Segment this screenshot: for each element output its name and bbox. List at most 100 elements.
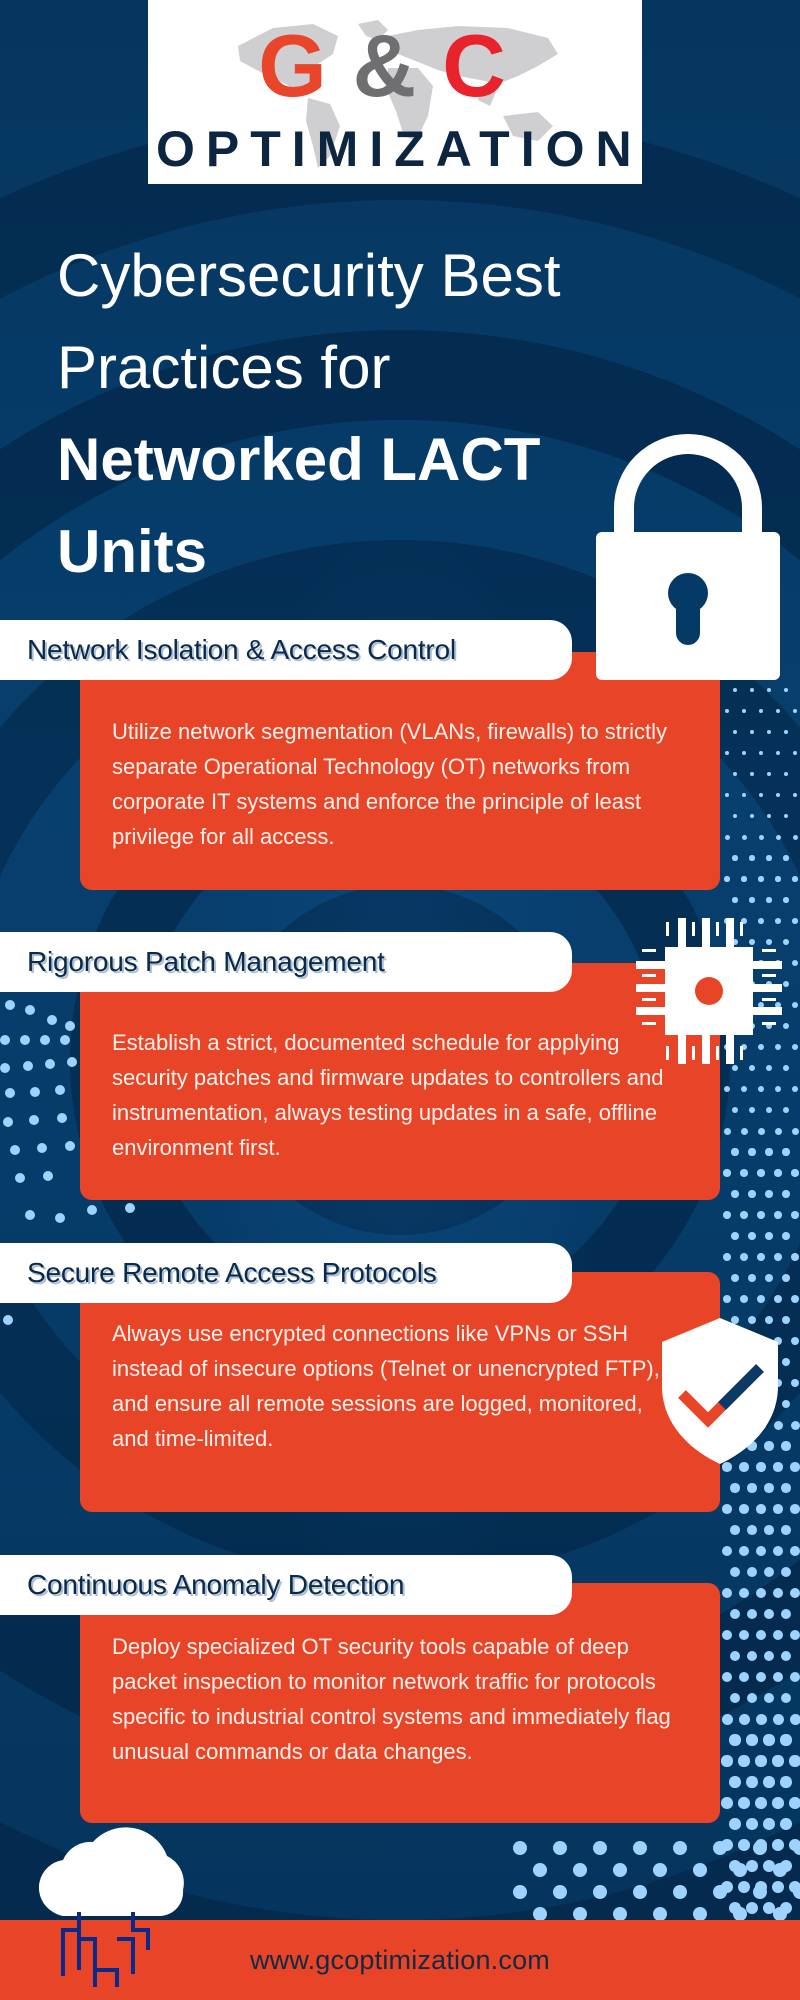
background-dot xyxy=(774,1211,782,1219)
background-dot xyxy=(513,1885,527,1899)
company-logo: G&C OPTIMIZATION xyxy=(148,0,642,184)
background-dot xyxy=(758,708,764,714)
background-dot xyxy=(37,1143,47,1153)
background-dot xyxy=(755,1629,767,1641)
background-dot xyxy=(731,1190,739,1198)
background-dot xyxy=(732,771,738,777)
background-dot xyxy=(763,1734,775,1746)
background-dot xyxy=(739,1504,749,1514)
background-dot xyxy=(724,876,730,882)
section-body: Deploy specialized OT security tools cap… xyxy=(112,1634,671,1764)
background-dot xyxy=(758,876,764,882)
background-dot xyxy=(781,1567,791,1577)
background-dot xyxy=(25,1210,35,1220)
background-dot xyxy=(780,1776,792,1788)
background-dot xyxy=(738,1629,750,1641)
background-dot xyxy=(772,1797,784,1809)
background-dot xyxy=(764,1567,774,1577)
background-dot xyxy=(753,1841,767,1855)
background-dot xyxy=(765,1148,773,1156)
background-dot xyxy=(792,960,798,966)
background-dot xyxy=(763,1902,775,1914)
background-dot xyxy=(772,1881,784,1893)
background-dot xyxy=(782,1022,790,1030)
background-dot xyxy=(740,1085,748,1093)
background-dot xyxy=(782,1232,790,1240)
background-dot xyxy=(723,1211,731,1219)
section-heading-pill: Continuous Anomaly Detection xyxy=(0,1555,572,1615)
background-dot xyxy=(758,750,764,756)
background-dot xyxy=(20,1035,30,1045)
background-dot xyxy=(741,750,747,756)
background-dot xyxy=(763,1692,775,1704)
logo-letter-g: G xyxy=(258,16,353,115)
background-dot xyxy=(741,876,747,882)
background-dot xyxy=(673,1885,687,1899)
background-dot xyxy=(746,1734,758,1746)
background-dot xyxy=(753,1885,767,1899)
background-dot xyxy=(0,1035,10,1045)
background-dot xyxy=(722,1504,732,1514)
background-dot xyxy=(780,1734,792,1746)
background-dot xyxy=(730,1567,740,1577)
background-dot xyxy=(57,1113,67,1123)
background-dot xyxy=(792,792,798,798)
background-dot xyxy=(553,1841,567,1855)
background-dot xyxy=(774,1253,782,1261)
background-dot xyxy=(3,1117,13,1127)
background-dot xyxy=(756,1294,766,1304)
background-dot xyxy=(740,1043,748,1051)
background-dot xyxy=(653,1907,667,1921)
background-dot xyxy=(757,1169,765,1177)
background-dot xyxy=(746,1860,758,1872)
background-dot xyxy=(790,1504,800,1514)
background-dot xyxy=(780,1650,792,1662)
background-dot xyxy=(789,1629,800,1641)
website-link[interactable]: www.gcoptimization.com xyxy=(249,1944,550,1975)
background-dot xyxy=(775,792,781,798)
background-dot xyxy=(739,1546,749,1556)
background-dot xyxy=(746,1692,758,1704)
background-dot xyxy=(783,939,789,945)
background-dot xyxy=(65,1021,75,1031)
background-dot xyxy=(741,834,747,840)
background-dot xyxy=(722,1294,732,1304)
background-dot xyxy=(781,1525,791,1535)
section-card: Utilize network segmentation (VLANs, fir… xyxy=(80,652,720,890)
background-dot xyxy=(764,1441,774,1451)
background-dot xyxy=(772,1713,784,1725)
background-dot xyxy=(731,1232,739,1240)
background-dot xyxy=(733,688,737,692)
background-dot xyxy=(774,1001,782,1009)
background-dot xyxy=(553,1885,567,1899)
microchip-icon xyxy=(636,918,782,1064)
background-dot xyxy=(783,981,789,987)
background-dot xyxy=(780,1692,792,1704)
background-dot xyxy=(723,1127,731,1135)
background-dot xyxy=(731,1106,739,1114)
section-heading-pill: Secure Remote Access Protocols xyxy=(0,1243,572,1303)
background-dot xyxy=(749,939,755,945)
background-dot xyxy=(781,1483,791,1493)
background-dot xyxy=(723,1253,731,1261)
background-dot xyxy=(67,1057,77,1067)
background-dot xyxy=(763,1776,775,1788)
background-dot xyxy=(756,1546,766,1556)
background-dot xyxy=(60,1035,70,1045)
background-dot xyxy=(30,1087,40,1097)
background-dot xyxy=(783,813,789,819)
background-dot xyxy=(15,1173,25,1183)
section-heading: Network Isolation & Access Control xyxy=(27,634,456,665)
background-dot xyxy=(633,1841,647,1855)
background-dot xyxy=(757,1253,765,1261)
background-dot xyxy=(693,1863,707,1877)
background-dot xyxy=(773,1546,783,1556)
background-dot xyxy=(738,1671,750,1683)
background-dot xyxy=(731,1148,739,1156)
world-map-icon xyxy=(238,20,558,168)
background-dot xyxy=(730,1315,740,1325)
background-dot xyxy=(729,1650,741,1662)
background-dot xyxy=(748,1274,756,1282)
background-dot xyxy=(721,1755,733,1767)
background-dot xyxy=(774,1043,782,1051)
